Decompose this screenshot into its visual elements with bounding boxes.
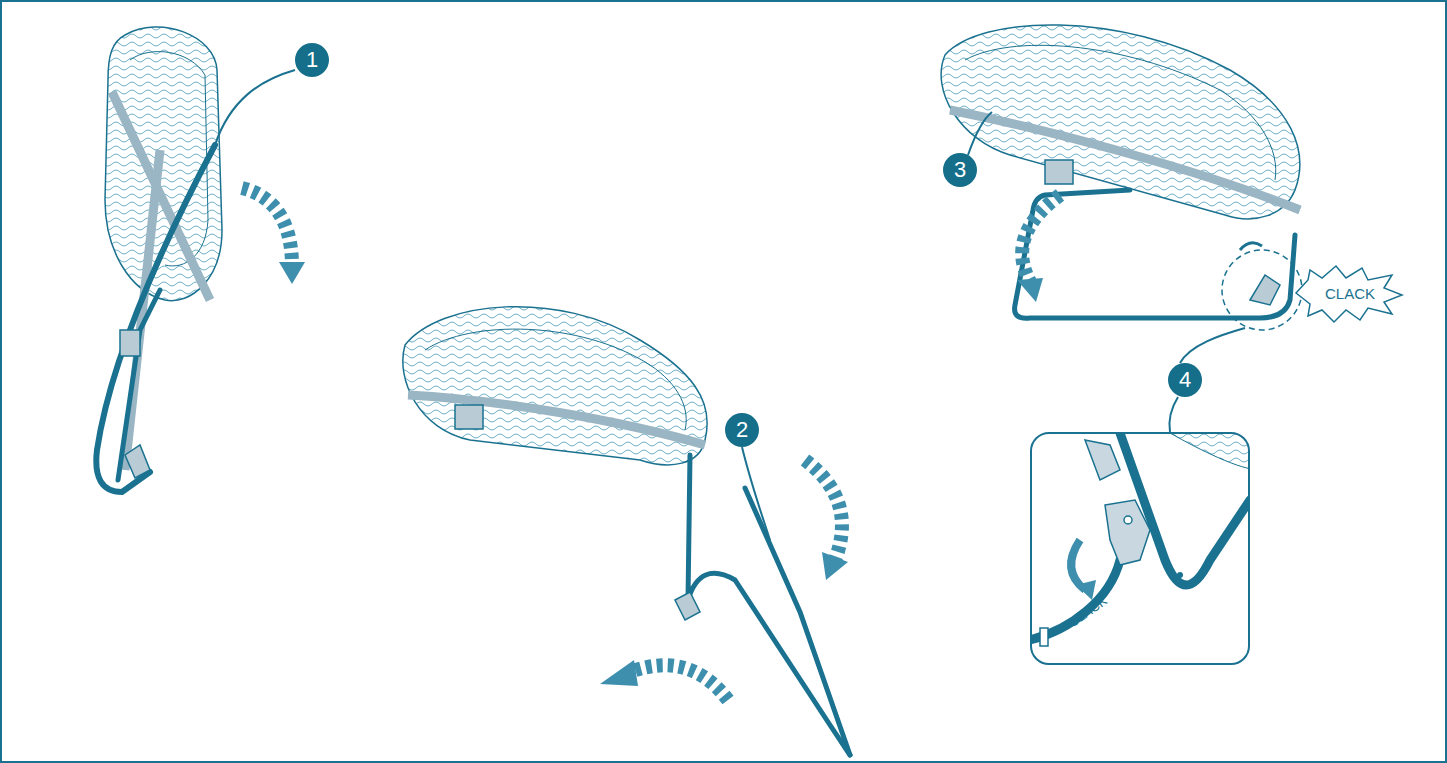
frame-tube (1015, 190, 1295, 318)
sound-label: CLACK (1315, 284, 1385, 304)
strap (408, 395, 705, 445)
detail-inset (1030, 433, 1260, 664)
hinge (1250, 275, 1280, 305)
frame-tube (96, 145, 215, 492)
callout-circle (943, 153, 977, 187)
strap (950, 110, 1300, 210)
pivot (1124, 516, 1132, 524)
inset-border (1031, 433, 1249, 664)
callout-circle (1168, 363, 1202, 397)
turn-arrow (1240, 243, 1262, 250)
motion-arrow (1071, 540, 1085, 590)
buckle (455, 405, 483, 429)
motion-arrow (242, 188, 292, 262)
callout-number: 4 (1168, 363, 1202, 397)
seat-seam (965, 45, 1276, 180)
hinge (125, 445, 150, 478)
pivot (1177, 572, 1183, 578)
seat-fabric (1170, 433, 1249, 470)
motion-arrow (630, 665, 728, 700)
callout-circle (725, 413, 759, 447)
sound-burst (1296, 266, 1402, 322)
frame-tube (118, 290, 160, 480)
leader-line (1169, 397, 1178, 432)
leader-line (215, 70, 295, 145)
leader-line (742, 447, 770, 540)
arrow-head (279, 262, 305, 284)
tube-joint (1040, 628, 1048, 646)
buckle (120, 330, 140, 356)
hinge (675, 592, 700, 620)
hook (1085, 440, 1120, 480)
arrow-head (600, 660, 638, 686)
folded-bouncer (96, 27, 329, 492)
strap (125, 150, 160, 470)
callout-circle (295, 43, 329, 77)
strap (112, 92, 210, 300)
buckle (1045, 160, 1073, 184)
leader-line (968, 112, 992, 155)
motion-arrow (1022, 195, 1060, 282)
arrow-head (1017, 278, 1043, 302)
callout-number: 1 (295, 43, 329, 77)
latch (1105, 500, 1150, 565)
seat-fabric (403, 307, 707, 465)
frame-tube (688, 455, 850, 755)
callout-number: 2 (725, 413, 759, 447)
unfolding-bouncer (403, 307, 850, 755)
callout-number: 3 (943, 153, 977, 187)
leader-line (1180, 328, 1245, 363)
motion-arrow (805, 460, 842, 560)
detail-circle (1222, 250, 1302, 330)
arrow-head (822, 552, 848, 580)
assembled-bouncer (941, 25, 1402, 432)
